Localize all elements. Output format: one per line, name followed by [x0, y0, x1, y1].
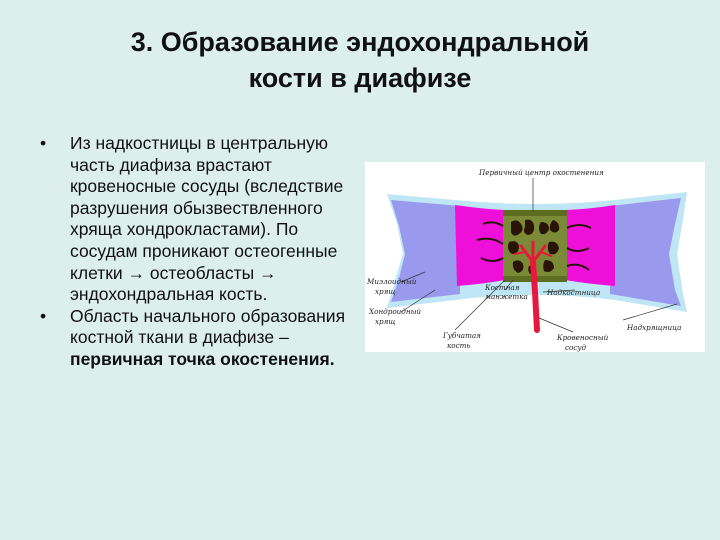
label-cartilage-2b: хрящ — [375, 317, 396, 326]
cartilage-right — [610, 198, 681, 306]
slide-title: 3. Образование эндохондральной кости в д… — [60, 24, 660, 96]
title-line-2: кости в диафизе — [248, 63, 472, 93]
label-cartilage-1a: Миэлоидный — [366, 277, 417, 286]
bullet-text-2: Область начального образования костной т… — [70, 305, 346, 348]
label-spongy-bone-a: Губчатая — [442, 331, 481, 340]
bullet-text-2-bold: первичная точка окостенения. — [70, 348, 335, 369]
marrow-cavities — [508, 219, 560, 275]
bullet-text-1: Из надкостницы в центральную часть диафи… — [70, 133, 344, 305]
label-vessel-b: сосуд — [565, 343, 587, 352]
label-primary-center: Первичный центр окостенения — [478, 168, 604, 177]
blood-vessel — [514, 240, 552, 333]
label-spongy-bone-b: кость — [447, 341, 470, 350]
label-bone-collar-b: манжетка — [485, 292, 528, 301]
bullet-item-1: • Из надкостницы в центральную часть диа… — [40, 133, 360, 306]
label-vessel-a: Кровеносный — [556, 333, 609, 342]
title-line-1: 3. Образование эндохондральной — [130, 27, 590, 57]
trabecular-strands — [476, 221, 592, 271]
bone-collar-top — [503, 210, 567, 216]
bone-diagram-svg: Первичный центр окостенения Миэлоидный х… — [366, 168, 687, 352]
bullet-list: • Из надкостницы в центральную часть диа… — [40, 133, 360, 371]
bullet-item-2: • Область начального образования костной… — [40, 306, 360, 371]
bullet-icon: • — [40, 305, 47, 326]
label-cartilage-1b: хрящ — [375, 287, 396, 296]
hypertrophic-cartilage-left — [455, 205, 505, 286]
label-bone-collar-a: Костная — [484, 283, 520, 292]
bullet-icon: • — [40, 133, 47, 153]
leader-lines — [400, 178, 678, 333]
bone-diagram: Первичный центр окостенения Миэлоидный х… — [365, 162, 705, 352]
cartilage-left — [391, 200, 460, 302]
hypertrophic-cartilage-right — [565, 205, 615, 286]
label-perichondrium: Надхрящница — [626, 323, 681, 332]
label-cartilage-2a: Хондроидный — [368, 307, 421, 316]
label-periosteum: Надкостница — [546, 288, 600, 297]
